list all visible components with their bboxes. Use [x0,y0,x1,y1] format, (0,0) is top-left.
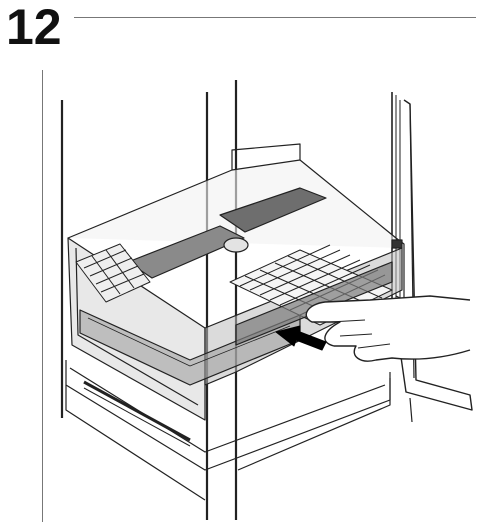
hand [305,295,471,362]
lower-drawer-housing [65,360,391,471]
push-arrow [275,325,327,351]
drawer-knob [223,237,249,253]
ice-tray [75,243,151,303]
header-rule [74,17,476,18]
side-rule [42,70,43,522]
step-number: 12 [6,0,62,55]
drawer-divider-bar [219,187,327,233]
